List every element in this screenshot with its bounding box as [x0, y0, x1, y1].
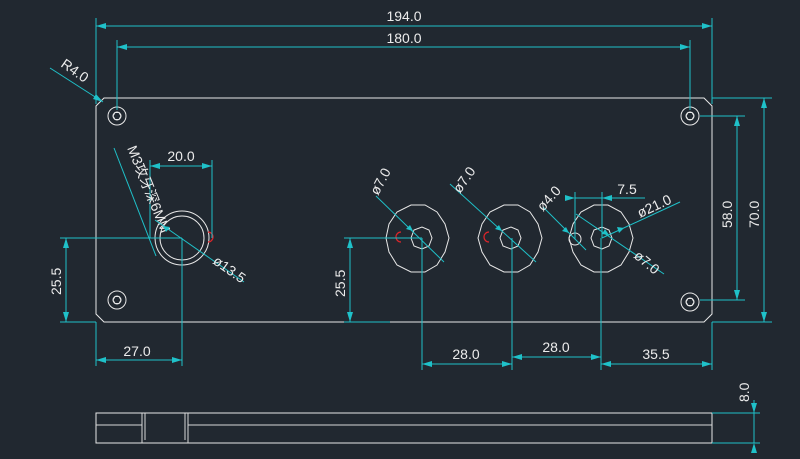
- dim-width-holes-label: 180.0: [386, 30, 421, 46]
- note-tap-label: M3攻牙深6MM: [124, 143, 174, 235]
- plate-side-view: [95, 412, 713, 444]
- dim-hole2-diameter: ø7.0: [449, 163, 537, 263]
- dim-width-holes: 180.0: [116, 30, 691, 110]
- note-tap: M3攻牙深6MM: [113, 143, 174, 257]
- dim-height-total: 70.0: [712, 97, 772, 323]
- dim-hole3-small-label: ø4.0: [533, 182, 564, 214]
- dim-height-total-label: 70.0: [746, 201, 762, 228]
- dim-hole1-y-label: 25.5: [332, 270, 348, 297]
- dim-hole2-diameter-label: ø7.0: [449, 163, 478, 195]
- dim-hole3-diameter-label: ø7.0: [631, 247, 663, 277]
- dim-thickness: 8.0: [712, 382, 760, 453]
- dim-hole3-diameter: ø7.0: [575, 213, 665, 277]
- dim-hole1-diameter: ø7.0: [367, 165, 445, 263]
- hole-2: [477, 204, 543, 273]
- dim-corner-radius-label: R4.0: [58, 55, 92, 85]
- dim-bottom-chain: 28.0 28.0 35.5: [421, 238, 713, 370]
- corner-hole-bottom-right: [680, 292, 700, 312]
- dim-hole-offset-x: 20.0: [149, 148, 213, 238]
- dim-bore-y-label: 25.5: [48, 268, 64, 295]
- dim-width-total-label: 194.0: [386, 8, 421, 24]
- dim-hole-offset-x-label: 20.0: [167, 148, 194, 164]
- dim-spacing-1-label: 28.0: [452, 346, 479, 362]
- dim-bore-x: 27.0: [95, 238, 183, 366]
- dim-width-total: 194.0: [95, 8, 713, 104]
- dim-hole3-offset-label: 7.5: [617, 181, 637, 197]
- dim-corner-radius: R4.0: [49, 55, 104, 103]
- plate-top-view: [95, 97, 713, 323]
- dim-spacing-2-label: 28.0: [542, 339, 569, 355]
- dim-hole1-diameter-label: ø7.0: [367, 165, 394, 197]
- dim-hole3-offset: 7.5: [565, 181, 645, 239]
- dim-height-holes: 58.0: [700, 115, 745, 301]
- dim-height-holes-label: 58.0: [719, 201, 735, 228]
- dim-hole1-y: 25.5: [332, 237, 422, 323]
- dim-bore-y: 25.5: [48, 237, 182, 323]
- dim-thickness-label: 8.0: [736, 382, 752, 402]
- dim-bore-x-label: 27.0: [123, 343, 150, 359]
- dim-right-offset-label: 35.5: [642, 346, 669, 362]
- dim-hole3-counterbore-label: ø21.0: [635, 191, 674, 221]
- corner-hole-bottom-left: [107, 290, 127, 310]
